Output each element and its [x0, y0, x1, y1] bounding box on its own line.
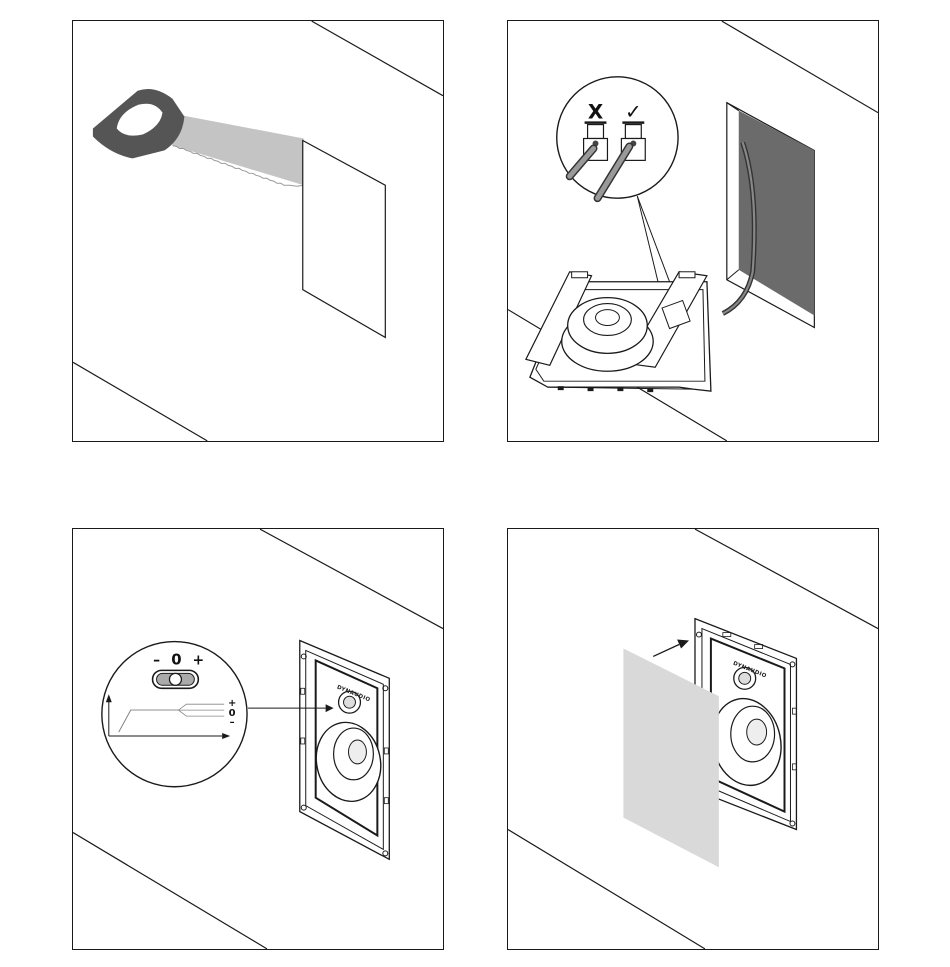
right-mark: ✓ — [625, 101, 642, 124]
level-switch-knob — [153, 670, 199, 688]
wall-edge-top — [695, 529, 878, 628]
graph-minus-label: – — [230, 717, 235, 728]
wall-edge-top — [312, 21, 443, 96]
cutout-outline — [303, 140, 386, 337]
level-switch-illustration: DYNAUDIO – 0 + — [73, 529, 443, 949]
wall-edge-bottom — [73, 362, 207, 441]
in-wall-speaker-unit — [526, 272, 711, 392]
switch-zero-label: 0 — [171, 650, 181, 668]
wall-edge-top — [260, 529, 443, 628]
mounted-speaker: DYNAUDIO — [300, 641, 390, 860]
grille-direction-arrow — [653, 645, 679, 657]
wall-edge-bottom — [73, 832, 267, 948]
saw-blade — [167, 113, 303, 186]
wire-check-magnifier — [557, 77, 678, 198]
wall-edge-top — [722, 21, 878, 113]
step-set-level-switch-panel: DYNAUDIO – 0 + — [72, 528, 444, 950]
switch-minus-label: – — [153, 652, 160, 668]
step-attach-grille-panel: DYNAUDIO — [507, 528, 879, 950]
switch-plus-label: + — [192, 652, 204, 668]
attach-grille-illustration: DYNAUDIO — [508, 529, 878, 949]
step-cut-hole-panel — [72, 20, 444, 442]
wrong-mark: X — [588, 101, 603, 124]
connect-wires-illustration: X ✓ — [508, 21, 878, 441]
wall-edge-bottom — [508, 830, 705, 949]
step-connect-wires-panel: X ✓ — [507, 20, 879, 442]
cut-hole-illustration — [73, 21, 443, 441]
